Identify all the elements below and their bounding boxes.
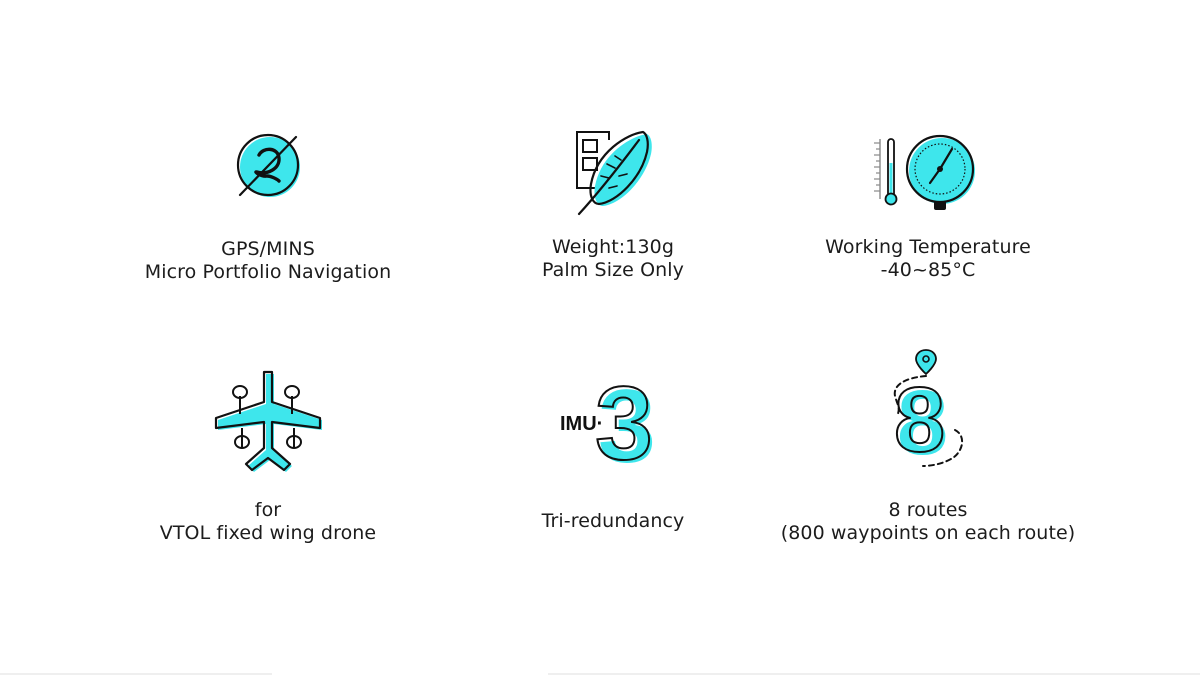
caption-line: GPS/MINS xyxy=(221,238,315,260)
thermometer-gauge-icon xyxy=(874,134,975,210)
imu-label: IMU· xyxy=(560,413,603,435)
vtol-drone-icon xyxy=(214,370,322,472)
caption-line: Micro Portfolio Navigation xyxy=(144,261,392,283)
caption-line: Tri-redundancy xyxy=(541,510,685,532)
feature-gps-caption: GPS/MINS Micro Portfolio Navigation xyxy=(88,238,448,284)
imu-number-fill: 3 xyxy=(598,378,656,468)
caption-line: 8 routes xyxy=(888,499,968,521)
route-8-icon: 8 8 xyxy=(893,349,964,472)
bottom-divider xyxy=(548,673,1200,675)
feature-routes-caption: 8 routes (800 waypoints on each route) xyxy=(748,499,1108,545)
bottom-divider xyxy=(0,673,272,675)
caption-line: -40~85°C xyxy=(880,259,976,281)
caption-line: VTOL fixed wing drone xyxy=(159,522,377,544)
caption-line: (800 waypoints on each route) xyxy=(780,522,1076,544)
caption-line: Palm Size Only xyxy=(541,259,685,281)
feature-vtol-caption: for VTOL fixed wing drone xyxy=(88,499,448,545)
routes-number-outline: 8 xyxy=(894,369,945,471)
imu-3-icon: IMU· 3 3 xyxy=(560,378,656,468)
feature-imu-caption: Tri-redundancy xyxy=(433,510,793,533)
feature-weight-caption: Weight:130g Palm Size Only xyxy=(433,236,793,282)
navigation-symbol-icon xyxy=(236,133,300,197)
routes-number-fill: 8 xyxy=(897,372,948,472)
caption-line: Weight:130g xyxy=(551,236,675,258)
caption-line: Working Temperature xyxy=(825,236,1031,258)
feature-temperature-caption: Working Temperature -40~85°C xyxy=(748,236,1108,282)
imu-number-outline: 3 xyxy=(595,378,653,468)
caption-line: for xyxy=(254,499,282,521)
feather-icon xyxy=(576,130,652,216)
